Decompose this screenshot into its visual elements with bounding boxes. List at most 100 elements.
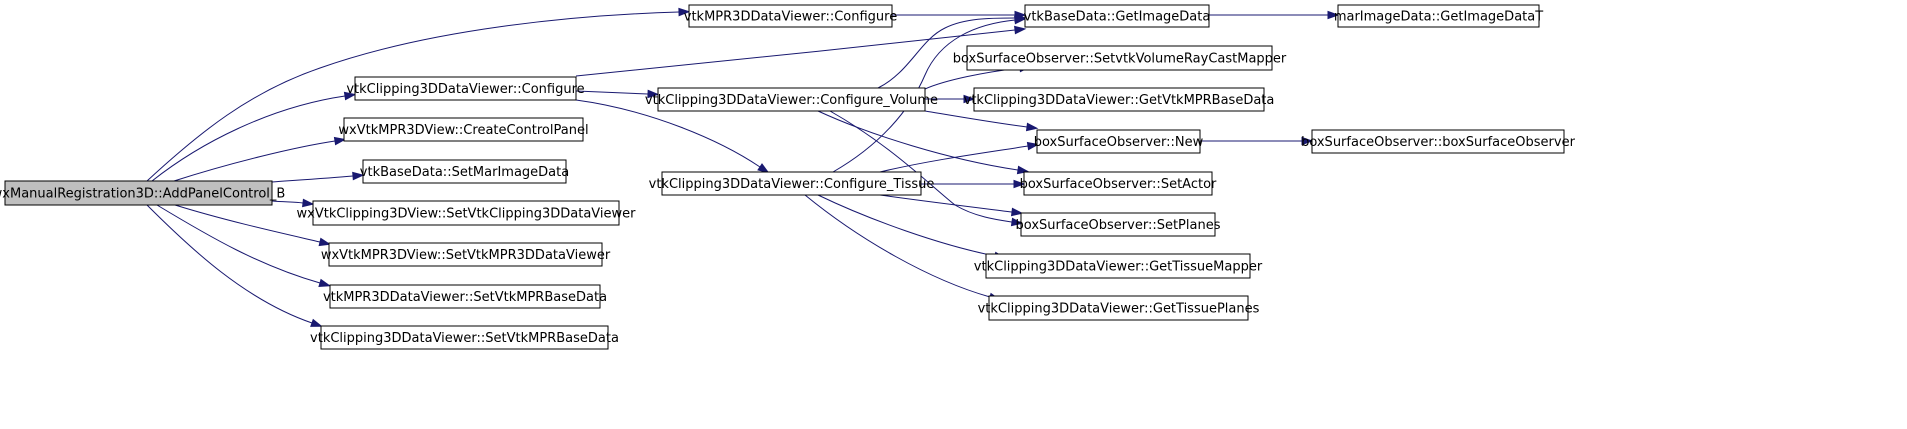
arrowhead	[1327, 10, 1340, 20]
node-label: vtkMPR3DDataViewer::Configure	[684, 10, 897, 25]
node-box	[688, 4, 893, 28]
node-box	[1020, 212, 1216, 237]
arrowhead	[1025, 122, 1039, 132]
node-label: wxVtkClipping3DView::SetVtkClipping3DDat…	[297, 207, 637, 222]
node-mpr-conf[interactable]: vtkMPR3DDataViewer::Configure	[684, 4, 897, 28]
node-root[interactable]: wxManualRegistration3D::AddPanelControl_…	[0, 180, 285, 206]
edge-line	[817, 110, 1019, 171]
node-get-tmapper[interactable]: vtkClipping3DDataViewer::GetTissueMapper	[974, 253, 1263, 279]
node-get-tplanes[interactable]: vtkClipping3DDataViewer::GetTissuePlanes	[978, 295, 1260, 321]
edge-line	[924, 110, 1028, 128]
node-label: vtkClipping3DDataViewer::Configure_Tissu…	[649, 177, 935, 192]
node-box	[657, 87, 926, 112]
edge-conf_tissue-to-set_planes	[879, 194, 1024, 217]
edge-conf_volume-to-set_planes	[829, 110, 1024, 227]
edge-root-to-set_mpr_viewer	[174, 204, 332, 247]
edge-line	[271, 175, 354, 183]
node-box	[4, 180, 273, 206]
arrowhead	[963, 94, 976, 104]
edge-conf_tissue-to-get_image	[832, 15, 1027, 173]
node-label: boxSurfaceObserver::SetPlanes	[1016, 218, 1221, 233]
node-set-mpr-viewer[interactable]: wxVtkMPR3DView::SetVtkMPR3DDataViewer	[321, 242, 611, 267]
arrowhead	[310, 318, 323, 327]
node-box	[1023, 171, 1213, 196]
edge-conf_tissue-to-set_actor	[921, 179, 1026, 189]
node-box	[985, 253, 1251, 279]
node-box	[312, 200, 620, 226]
node-get-image[interactable]: vtkBaseData::GetImageData	[1024, 4, 1211, 28]
node-label: marImageData::GetImageDataT	[1334, 10, 1543, 25]
node-label: vtkBaseData::SetMarImageData	[360, 165, 569, 180]
arrowhead	[333, 136, 347, 146]
node-set-actor[interactable]: boxSurfaceObserver::SetActor	[1020, 171, 1217, 196]
edge-line	[832, 19, 1016, 173]
node-box	[329, 284, 601, 309]
node-box	[988, 295, 1249, 321]
edge-conf_volume-to-obs_new	[924, 110, 1039, 132]
node-set-mar[interactable]: vtkBaseData::SetMarImageData	[360, 159, 569, 184]
arrowhead	[302, 198, 315, 208]
arrowhead	[647, 89, 660, 99]
node-label: vtkClipping3DDataViewer::Configure	[346, 82, 584, 97]
node-clip-set-base[interactable]: vtkClipping3DDataViewer::SetVtkMPRBaseDa…	[310, 325, 619, 350]
edge-clip_conf-to-conf_volume	[575, 89, 660, 99]
arrowhead	[318, 278, 332, 288]
edge-line	[173, 140, 336, 182]
arrowhead	[343, 91, 357, 101]
node-box	[973, 87, 1265, 112]
node-obs-ctor[interactable]: boxSurfaceObserver::boxSurfaceObserver	[1301, 129, 1576, 154]
edge-line	[575, 99, 761, 168]
edge-root-to-create_cp	[173, 136, 347, 182]
node-set-raycast[interactable]: boxSurfaceObserver::SetvtkVolumeRayCastM…	[953, 45, 1287, 71]
node-label: boxSurfaceObserver::SetActor	[1020, 177, 1217, 192]
node-box	[328, 242, 603, 267]
node-obs-new[interactable]: boxSurfaceObserver::New	[1034, 129, 1204, 154]
node-label: wxVtkMPR3DView::SetVtkMPR3DDataViewer	[321, 248, 611, 263]
node-label: boxSurfaceObserver::SetvtkVolumeRayCastM…	[953, 52, 1287, 67]
node-label: vtkClipping3DDataViewer::Configure_Volum…	[645, 93, 938, 108]
node-box	[343, 117, 584, 142]
node-label: boxSurfaceObserver::boxSurfaceObserver	[1301, 135, 1576, 150]
node-box	[362, 159, 567, 184]
edge-line	[879, 145, 1029, 173]
node-conf-volume[interactable]: vtkClipping3DDataViewer::Configure_Volum…	[645, 87, 938, 112]
edge-clip_conf-to-conf_tissue	[575, 99, 770, 174]
arrowhead	[678, 7, 691, 17]
edge-line	[146, 11, 680, 182]
arrowhead	[757, 163, 770, 174]
edge-conf_volume-to-set_actor	[817, 110, 1030, 175]
edge-line	[879, 194, 1013, 213]
node-get-base[interactable]: vtkClipping3DDataViewer::GetVtkMPRBaseDa…	[964, 87, 1275, 112]
node-create-cp[interactable]: wxVtkMPR3DView::CreateControlPanel	[338, 117, 589, 142]
node-label: vtkClipping3DDataViewer::SetVtkMPRBaseDa…	[310, 331, 619, 346]
edges-layer	[146, 7, 1340, 327]
node-set-clip-viewer[interactable]: wxVtkClipping3DView::SetVtkClipping3DDat…	[297, 200, 637, 226]
edge-line	[924, 67, 1021, 90]
edge-root-to-mpr_conf	[146, 7, 691, 182]
edge-line	[174, 204, 321, 243]
node-label: wxVtkMPR3DView::CreateControlPanel	[338, 123, 588, 138]
node-label: vtkBaseData::GetImageData	[1024, 10, 1211, 25]
node-label: vtkClipping3DDataViewer::GetTissuePlanes	[978, 302, 1260, 317]
arrowhead	[1010, 217, 1024, 227]
edge-line	[817, 194, 996, 257]
edge-conf_tissue-to-obs_new	[879, 141, 1040, 173]
node-box	[320, 325, 609, 350]
node-label: vtkClipping3DDataViewer::GetTissueMapper	[974, 260, 1263, 275]
arrowhead	[1026, 141, 1040, 151]
node-set-planes[interactable]: boxSurfaceObserver::SetPlanes	[1016, 212, 1221, 237]
edge-root-to-mpr_set_base	[156, 204, 332, 288]
nodes-layer: wxManualRegistration3D::AddPanelControl_…	[0, 4, 1576, 350]
edge-conf_tissue-to-get_tmapper	[817, 194, 1007, 261]
arrowhead	[352, 171, 365, 181]
node-clip-conf[interactable]: vtkClipping3DDataViewer::Configure	[346, 76, 585, 101]
edge-clip_conf-to-get_image	[575, 25, 1027, 77]
node-box	[1024, 4, 1210, 28]
node-mpr-set-base[interactable]: vtkMPR3DDataViewer::SetVtkMPRBaseData	[323, 284, 607, 309]
edge-root-to-clip_set_base	[146, 204, 323, 327]
node-box	[661, 171, 922, 196]
node-mar-get[interactable]: marImageData::GetImageDataT	[1334, 4, 1543, 28]
edge-obs_new-to-obs_ctor	[1199, 136, 1314, 146]
node-conf-tissue[interactable]: vtkClipping3DDataViewer::Configure_Tissu…	[649, 171, 935, 196]
